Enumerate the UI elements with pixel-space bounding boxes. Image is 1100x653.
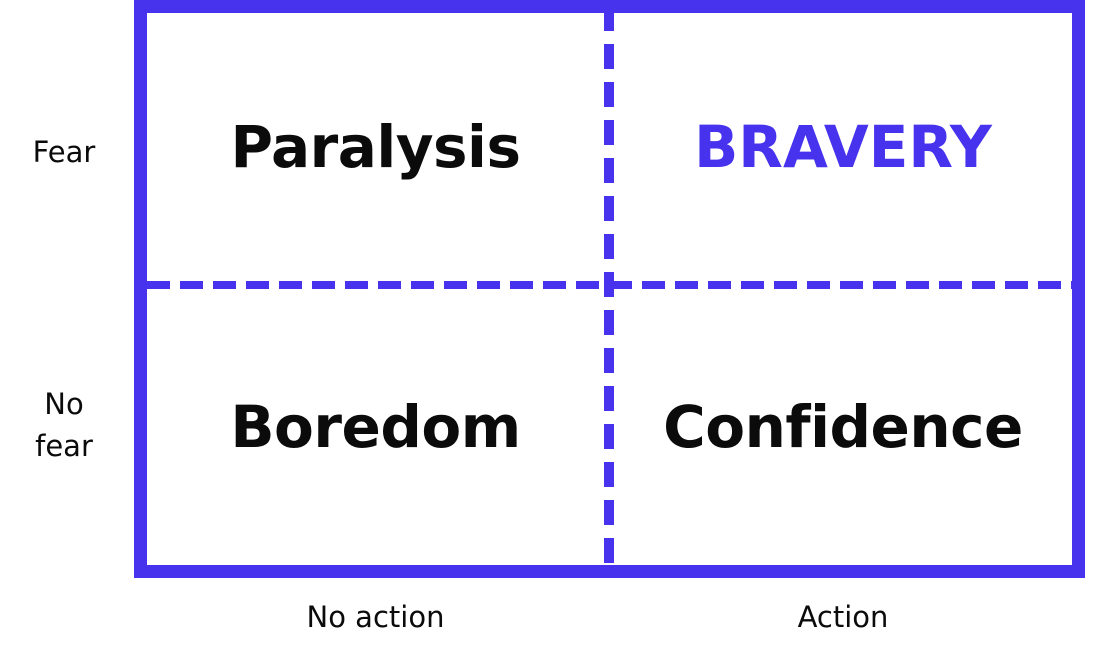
quadrant-fear-no-action[interactable]: Paralysis	[147, 13, 604, 281]
x-axis-label-action: Action	[797, 600, 889, 634]
horizontal-divider-dashed	[147, 281, 1085, 289]
y-axis-label-no-fear: No fear	[35, 387, 93, 464]
y-axis-label-fear: Fear	[32, 135, 96, 169]
x-axis-label-no-action: No action	[306, 600, 445, 634]
quadrant-label-confidence: Confidence	[663, 393, 1023, 461]
quadrant-label-bravery: BRAVERY	[694, 113, 992, 181]
quadrant-label-paralysis: Paralysis	[230, 113, 521, 181]
quadrant-no-fear-no-action[interactable]: Boredom	[147, 289, 604, 565]
quadrant-no-fear-action[interactable]: Confidence	[614, 289, 1072, 565]
quadrant-label-boredom: Boredom	[230, 393, 521, 461]
quadrant-fear-action[interactable]: BRAVERY	[614, 13, 1072, 281]
vertical-divider-dashed	[604, 0, 614, 578]
